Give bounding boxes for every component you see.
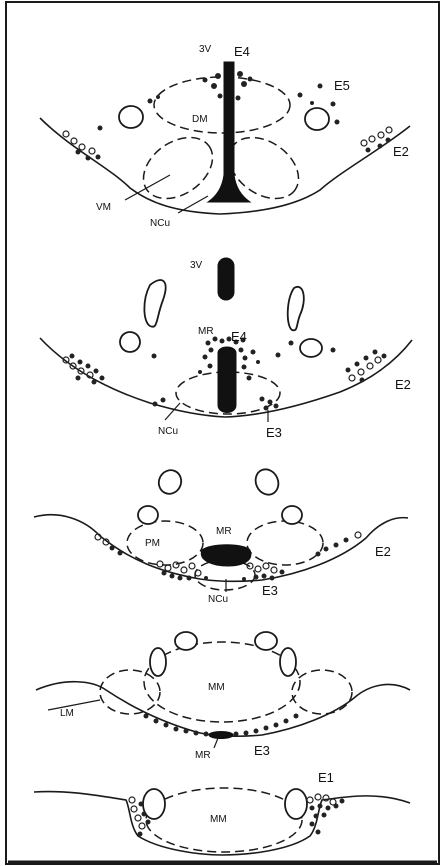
section-4-hole-mid-left — [150, 648, 166, 676]
section-3-e2-cluster-left — [95, 534, 123, 556]
section-3-e3-label: E3 — [262, 583, 278, 598]
section-1-e5-label: E5 — [334, 78, 350, 93]
section-2-e2-label: E2 — [395, 377, 411, 392]
section-2: 3V MR E4 E2 E3 NCu — [40, 258, 412, 440]
section-3-hole-mid-left — [138, 506, 158, 524]
section-3-pm-nucleus-left — [127, 521, 203, 565]
section-2-ventricle-label: 3V — [190, 260, 203, 271]
section-2-e4-label: E4 — [231, 329, 247, 344]
section-3-mammillary-recess — [201, 545, 251, 566]
section-2-mr-label: MR — [198, 326, 214, 337]
section-2-lateral-ventricle-right — [288, 287, 304, 331]
section-1-ventricle-label: 3V — [199, 44, 212, 55]
section-5-mm-label: MM — [210, 814, 227, 825]
section-4-mr-leader — [214, 738, 218, 748]
section-1-e2-cluster-right — [361, 127, 392, 153]
section-3-e2-label: E2 — [375, 544, 391, 559]
section-4: MM LM MR E3 — [36, 632, 410, 761]
section-4-hole-top-right — [255, 632, 277, 650]
section-1: 3V E4 E5 E2 DM VM NCu — [40, 44, 410, 229]
section-3-ncu-label: NCu — [208, 594, 228, 605]
section-2-lateral-ventricle-left — [144, 280, 165, 327]
section-1-vm-label: VM — [96, 202, 111, 213]
section-4-lm-nucleus-right — [292, 670, 352, 714]
section-3-pm-label: PM — [145, 538, 160, 549]
section-2-ncu-leader — [165, 403, 180, 420]
section-5: MM E1 — [34, 770, 410, 855]
section-1-e2-cluster-left — [63, 131, 101, 161]
section-4-lm-label: LM — [60, 708, 74, 719]
section-1-vm-leader — [125, 175, 170, 200]
section-4-hole-top-left — [175, 632, 197, 650]
section-4-mm-label: MM — [208, 682, 225, 693]
section-3-hole-upper-left — [155, 466, 185, 497]
section-2-third-ventricle-lower — [218, 347, 236, 413]
section-1-ncu-label: NCu — [150, 218, 170, 229]
section-2-e3-cluster — [260, 397, 279, 411]
section-2-e3-label: E3 — [266, 425, 282, 440]
section-4-lm-leader — [48, 700, 100, 710]
section-3: PM MR E2 E3 NCu — [34, 466, 408, 605]
section-1-e2-label: E2 — [393, 144, 409, 159]
section-1-dm-nucleus — [154, 77, 290, 133]
section-1-e4-label: E4 — [234, 44, 250, 59]
section-3-mr-label: MR — [216, 526, 232, 537]
section-2-hole-right — [300, 339, 322, 357]
section-2-ncu-label: NCu — [158, 426, 178, 437]
section-4-mammillary-recess — [209, 732, 233, 739]
section-1-dm-label: DM — [192, 114, 208, 125]
section-4-e3-label: E3 — [254, 743, 270, 758]
section-2-third-ventricle-upper — [218, 258, 234, 300]
section-2-hole-left — [116, 328, 143, 355]
section-4-hole-mid-right — [280, 648, 296, 676]
section-2-e2-cluster-left — [63, 354, 105, 385]
section-1-hole-right — [305, 108, 329, 130]
section-4-mr-label: MR — [195, 750, 211, 761]
section-2-e2-cluster-right — [346, 350, 387, 383]
section-1-hole-left — [119, 106, 143, 128]
section-1-ncu-leader — [178, 196, 208, 213]
section-3-hole-mid-right — [282, 506, 302, 524]
section-5-hole-right — [285, 789, 307, 819]
section-5-e1-label: E1 — [318, 770, 334, 785]
section-3-hole-upper-right — [252, 466, 283, 499]
section-3-pm-nucleus-right — [247, 521, 323, 565]
